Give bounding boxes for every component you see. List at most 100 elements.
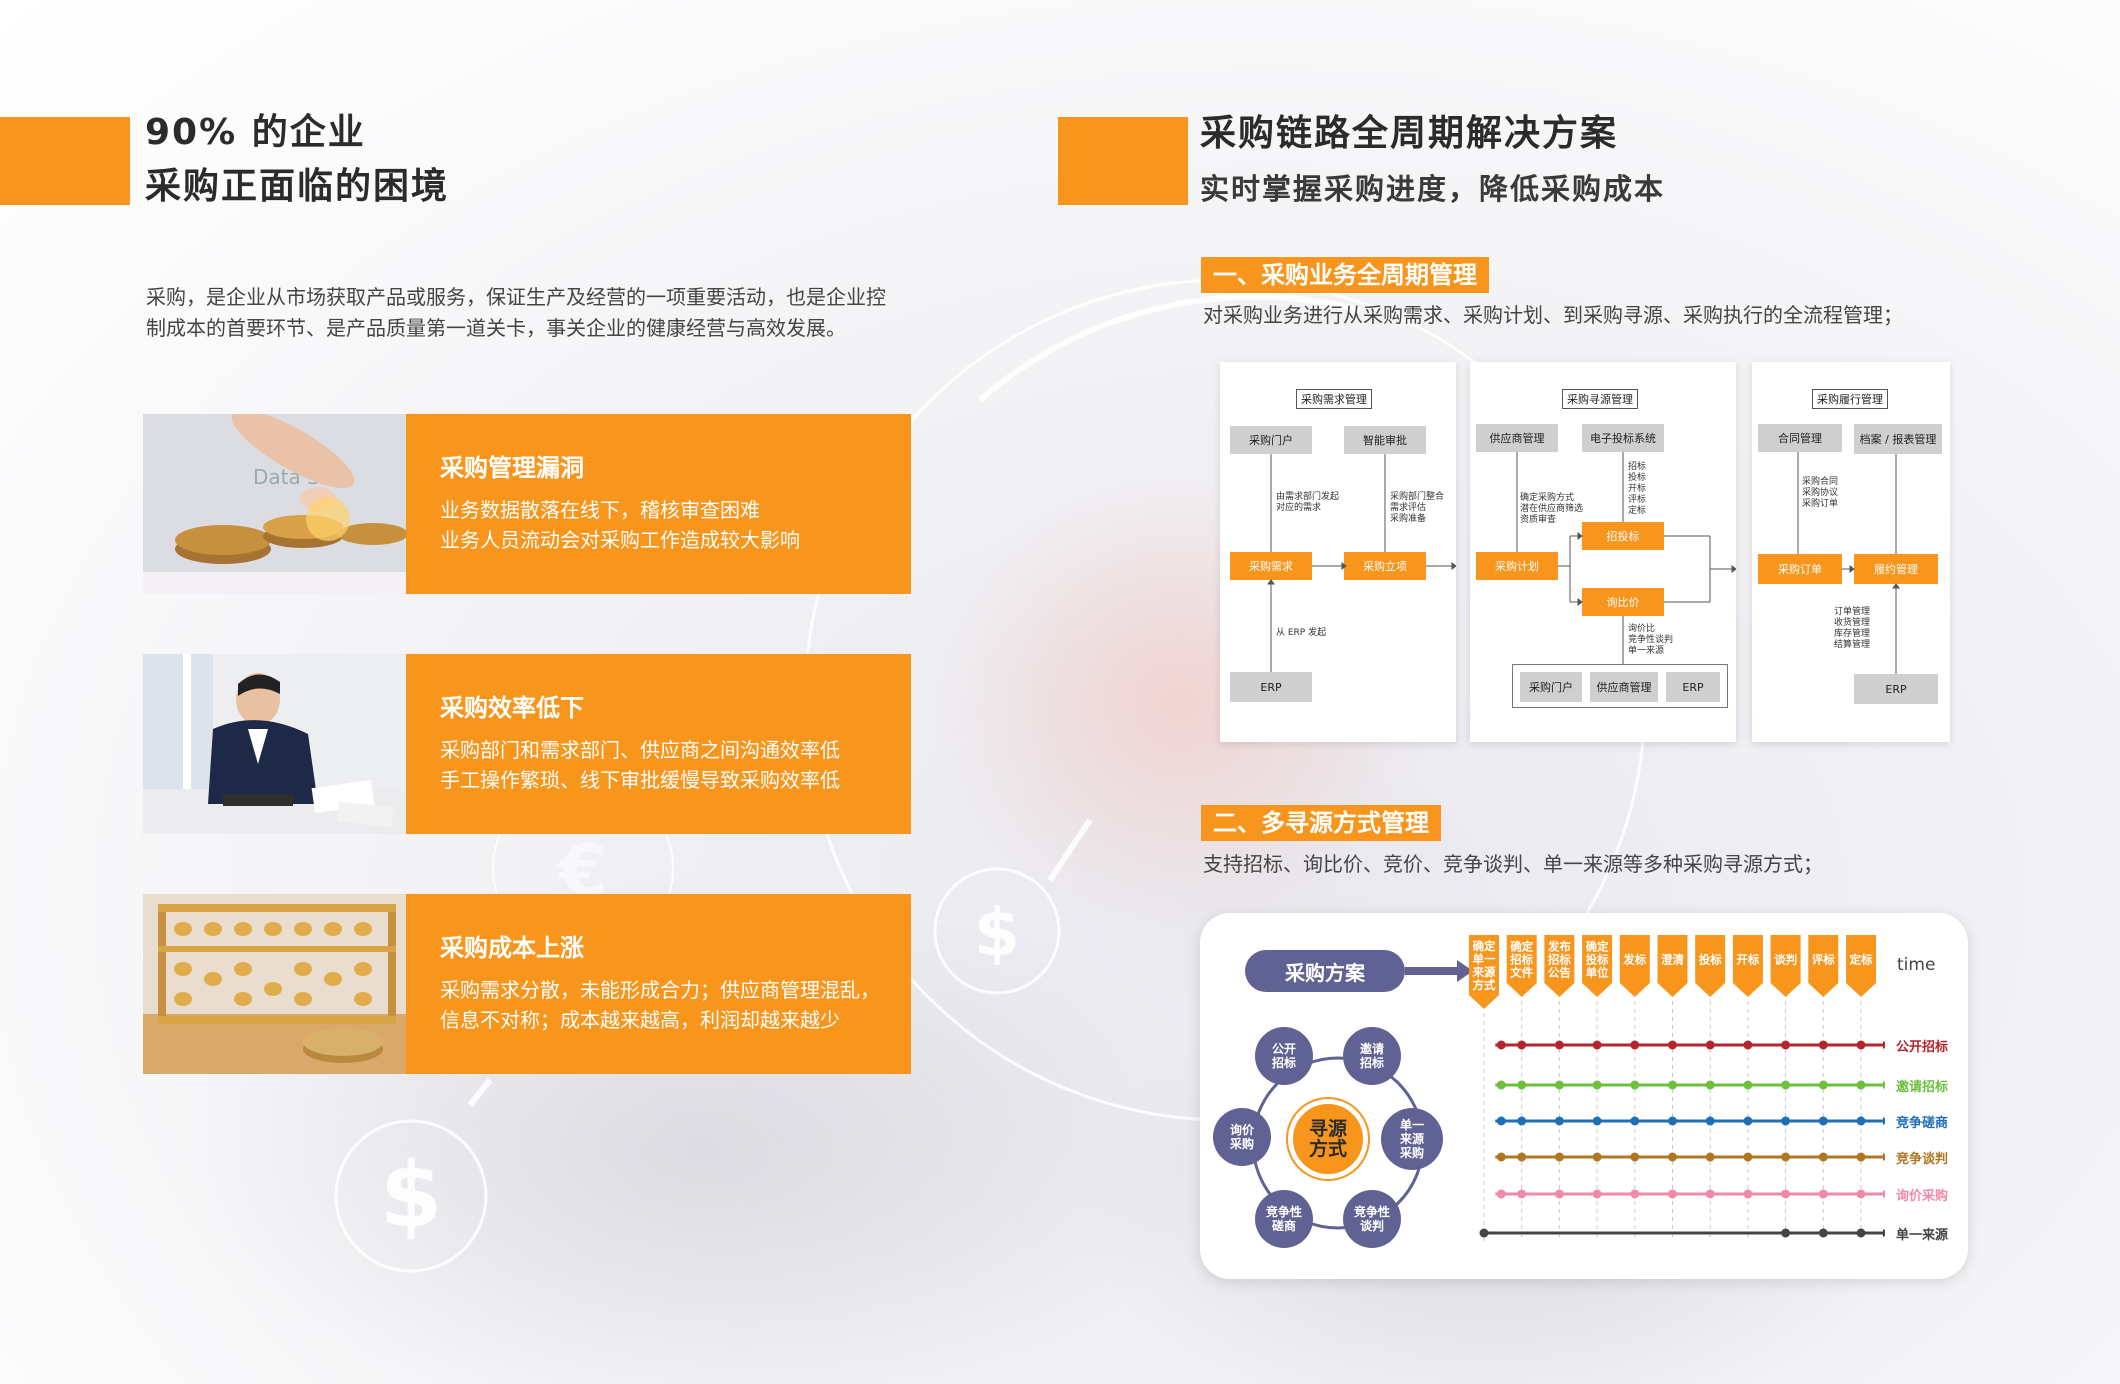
timeline-point — [1592, 1080, 1602, 1090]
timeline-point — [1818, 1040, 1828, 1050]
timeline-series-arrow — [1883, 1190, 1885, 1198]
method-competitive-consultation: 竞争性磋商 — [1255, 1190, 1313, 1248]
timeline-point — [1630, 1040, 1640, 1050]
timeline-point — [1668, 1152, 1677, 1162]
timeline-point — [1496, 1189, 1506, 1199]
timeline-step-shape — [1506, 935, 1537, 997]
right-title: 采购链路全周期解决方案 — [1200, 113, 1619, 154]
timeline-point — [1743, 1189, 1753, 1199]
timeline-point — [1743, 1116, 1753, 1126]
timeline-step-shape — [1695, 935, 1726, 997]
timeline-point — [1856, 1152, 1866, 1162]
method-inquiry: 询价采购 — [1213, 1108, 1271, 1166]
method-invited-tender: 邀请招标 — [1343, 1027, 1401, 1085]
timeline-point — [1781, 1228, 1791, 1238]
timeline-point — [1630, 1080, 1640, 1090]
timeline-point — [1818, 1228, 1828, 1238]
timeline-point — [1705, 1116, 1715, 1126]
flow-box-supplier: 供应商管理 — [1590, 672, 1658, 702]
flow-box-bidding: 招投标 — [1582, 522, 1664, 550]
flow-panel-demand: 采购需求管理 采购门户 智能审批 由需求部门发起对应的需求 采购部门整合需求评估… — [1220, 362, 1456, 742]
timeline-point — [1668, 1080, 1677, 1090]
flow-note: 采购部门整合需求评估采购准备 — [1390, 492, 1445, 524]
left-title-line2: 采购正面临的困境 — [145, 166, 450, 207]
timeline-point — [1496, 1040, 1506, 1050]
timeline-point — [1592, 1040, 1602, 1050]
timeline-step-label: 单一 — [1473, 952, 1496, 966]
timeline-point — [1856, 1189, 1866, 1199]
coins-photo: Data Sho — [143, 414, 406, 594]
card-title: 采购成本上涨 — [440, 934, 584, 962]
time-label: time — [1897, 955, 1936, 975]
timeline-point — [1496, 1080, 1506, 1090]
card-title: 采购效率低下 — [440, 694, 584, 722]
flow-box-ebid: 电子投标系统 — [1582, 424, 1664, 452]
timeline-step-label: 确定 — [1510, 940, 1533, 954]
flow-box-erp: ERP — [1854, 674, 1938, 704]
flow-arrows — [1516, 452, 1736, 664]
timeline-point — [1554, 1040, 1564, 1050]
timeline-legend-label: 竞争磋商 — [1896, 1116, 1949, 1131]
timeline-point — [1517, 1040, 1527, 1050]
timeline-point — [1781, 1040, 1791, 1050]
timeline-point — [1668, 1116, 1677, 1126]
card-text: 业务人员流动会对采购工作造成较大影响 — [440, 528, 800, 552]
timeline-point — [1856, 1040, 1866, 1050]
flow-box-portal: 采购门户 — [1520, 672, 1582, 702]
timeline-point — [1705, 1189, 1715, 1199]
timeline-point — [1554, 1116, 1564, 1126]
flow-box-demand: 采购需求 — [1230, 552, 1312, 580]
timeline-point — [1496, 1116, 1506, 1126]
timeline-point — [1781, 1116, 1791, 1126]
right-header-accent — [1058, 117, 1188, 205]
timeline-step-label: 发标 — [1622, 953, 1646, 967]
svg-text:$: $ — [380, 1143, 443, 1248]
timeline-point — [1705, 1040, 1715, 1050]
timeline-point — [1856, 1080, 1866, 1090]
flow-box-plan: 采购计划 — [1476, 552, 1558, 580]
timeline-point — [1668, 1189, 1677, 1199]
timeline-series-arrow — [1883, 1153, 1885, 1161]
timeline-point — [1781, 1152, 1791, 1162]
timeline-step-label: 发布 — [1547, 940, 1571, 954]
timeline-point — [1592, 1116, 1602, 1126]
left-title-line1: 90% 的企业 — [145, 112, 366, 153]
timeline-point — [1818, 1152, 1828, 1162]
timeline-point — [1781, 1080, 1791, 1090]
timeline-point — [1818, 1080, 1828, 1090]
flow-box-supplier: 供应商管理 — [1476, 424, 1558, 452]
method-competitive-negotiation: 竞争性谈判 — [1343, 1190, 1401, 1248]
section1-label: 一、采购业务全周期管理 — [1201, 257, 1489, 293]
timeline-series-arrow — [1883, 1041, 1885, 1049]
timeline-point — [1743, 1040, 1753, 1050]
timeline-point — [1630, 1189, 1640, 1199]
timeline-step-label: 开标 — [1736, 953, 1759, 967]
timeline-point — [1517, 1116, 1527, 1126]
timeline-legend-label: 竞争谈判 — [1896, 1152, 1949, 1167]
flow-note: 订单管理收货管理库存管理结算管理 — [1834, 607, 1871, 650]
sourcing-methods-panel: 采购方案 寻源方式 公开招标 邀请招标 单一来源采购 竞争性谈判 竞争性磋商 询… — [1200, 913, 1968, 1279]
timeline-legend-label: 单一来源 — [1896, 1228, 1949, 1243]
sourcing-center: 寻源方式 — [1288, 1099, 1368, 1179]
timeline-point — [1818, 1189, 1828, 1199]
timeline-step-shape — [1582, 935, 1613, 997]
timeline-step-label: 确定 — [1473, 939, 1496, 953]
timeline-step-label: 投标 — [1586, 953, 1609, 967]
timeline-step-shape — [1619, 935, 1650, 997]
arrow-right-icon — [1405, 960, 1473, 982]
flow-note: 确定采购方式潜在供应商筛选资质审查 — [1520, 493, 1584, 525]
flow-box-order: 采购订单 — [1758, 554, 1842, 584]
timeline-legend-label: 询价采购 — [1896, 1189, 1949, 1204]
timeline-step-shape — [1808, 935, 1839, 997]
timeline-point — [1554, 1189, 1564, 1199]
method-open-tender: 公开招标 — [1255, 1027, 1313, 1085]
flow-box-erp: ERP — [1666, 672, 1720, 702]
flow-note: 由需求部门发起对应的需求 — [1276, 492, 1340, 513]
timeline-legend-label: 公开招标 — [1896, 1040, 1949, 1055]
card-text: 信息不对称；成本越来越高，利润却越来越少 — [440, 1008, 840, 1032]
timeline-step-label: 评标 — [1812, 953, 1835, 967]
section1-desc: 对采购业务进行从采购需求、采购计划、到采购寻源、采购执行的全流程管理； — [1203, 303, 1903, 327]
timeline-step-shape — [1770, 935, 1801, 997]
card-text: 采购部门和需求部门、供应商之间沟通效率低 — [440, 738, 840, 762]
procurement-plan-button[interactable]: 采购方案 — [1245, 950, 1405, 992]
